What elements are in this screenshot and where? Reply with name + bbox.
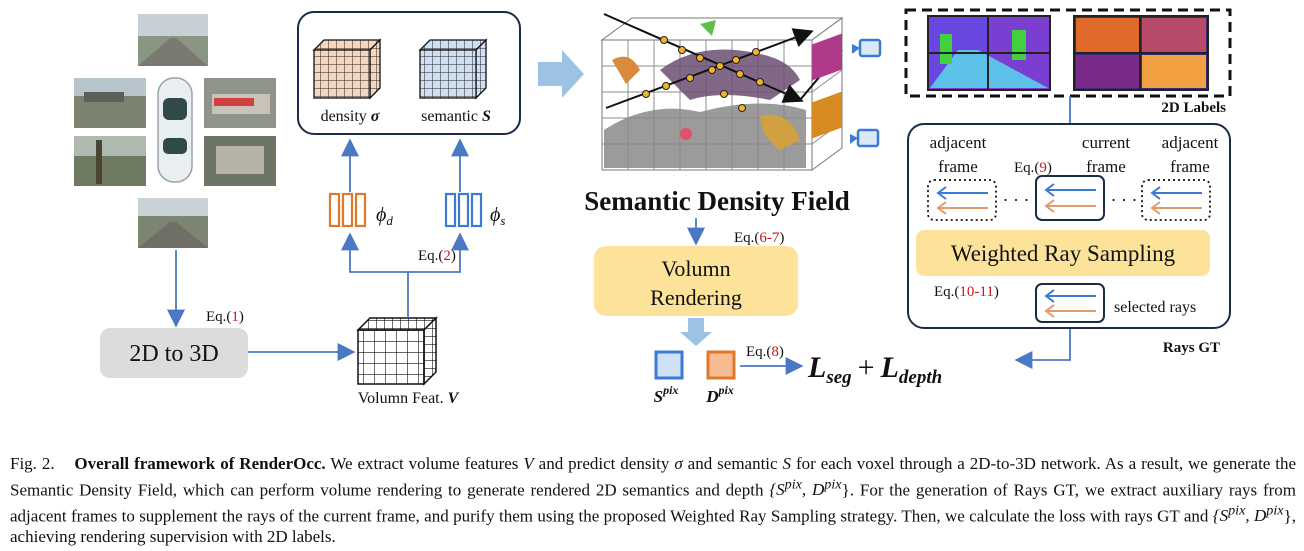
ego-car-icon — [157, 77, 193, 183]
weighted-ray-sampling-box — [916, 230, 1210, 276]
s-pix-square — [654, 350, 684, 380]
encoder-box — [100, 328, 248, 378]
semantic-label: semantic S — [421, 108, 491, 125]
d-pix-square — [706, 350, 736, 380]
arrow-raysgt-to-loss — [1014, 328, 1071, 369]
labels-2d-title: 2D Labels — [1161, 100, 1226, 116]
encoder-box-label: 2D to 3D — [129, 341, 218, 367]
framework-diagram: 2D to 3D Eq.(1) Volumn Feat. V Eq.(2) ϕd… — [74, 8, 1232, 407]
phi-s-mlp-icon — [444, 192, 483, 228]
eq9-label: Eq.(9) — [1014, 160, 1052, 176]
phi-d-mlp-icon — [328, 192, 367, 228]
ray-group-adjacent-right — [1141, 179, 1211, 221]
eq6-7-label: Eq.(6-7) — [734, 230, 784, 246]
ray-group-current — [1035, 175, 1105, 221]
d-pix-label: Dpix — [705, 383, 734, 406]
volume-feat-label: Volumn Feat. V — [358, 390, 460, 407]
dots-right: · · · — [1111, 190, 1138, 210]
eq8-label: Eq.(8) — [746, 344, 784, 360]
render-box-line2: Rendering — [650, 285, 742, 310]
semantic-label-image — [927, 15, 1051, 91]
camera-icon — [852, 38, 882, 58]
loss-label: Lseg+Ldepth — [807, 351, 942, 388]
selected-rays-label: selected rays — [1114, 299, 1196, 316]
phi-s-label: ϕs — [490, 204, 505, 228]
weighted-box-label: Weighted Ray Sampling — [951, 241, 1176, 266]
field-title: Semantic Density Field — [584, 186, 849, 216]
figure-caption: Fig. 2. Overall framework of RenderOcc. … — [10, 454, 1297, 546]
depth-label-image — [1073, 15, 1209, 91]
eq2-label: Eq.(2) — [418, 248, 456, 264]
dots-left: · · · — [1003, 190, 1030, 210]
down-arrow-icon — [680, 318, 712, 346]
s-pix-label: Spix — [654, 383, 679, 406]
semantic-cube — [418, 38, 488, 100]
density-label: density σ — [321, 108, 380, 125]
rays-gt-box — [907, 123, 1231, 329]
eq1-label: Eq.(1) — [206, 309, 244, 325]
render-box-line1: Volumn — [661, 256, 730, 281]
eq10-11-label: Eq.(10-11) — [934, 284, 999, 300]
caption-title: Overall framework of RenderOcc. — [74, 454, 326, 473]
ray-group-adjacent-left — [927, 179, 997, 221]
arrow-volume-to-phi-d — [341, 232, 409, 318]
semantic-density-field — [600, 13, 882, 171]
volume-feature-cube — [356, 316, 438, 386]
caption-fig-label: Fig. 2. — [10, 454, 55, 473]
phi-d-label: ϕd — [376, 204, 393, 228]
rays-gt-title: Rays GT — [1163, 340, 1220, 356]
volume-rendering-box — [594, 246, 798, 316]
arrow-volume-to-phi-s — [408, 232, 469, 273]
camera-icon — [850, 128, 880, 148]
camera-views — [74, 14, 276, 248]
density-cube — [312, 38, 382, 100]
ray-group-selected — [1035, 283, 1105, 323]
flow-arrow-icon — [538, 50, 584, 98]
